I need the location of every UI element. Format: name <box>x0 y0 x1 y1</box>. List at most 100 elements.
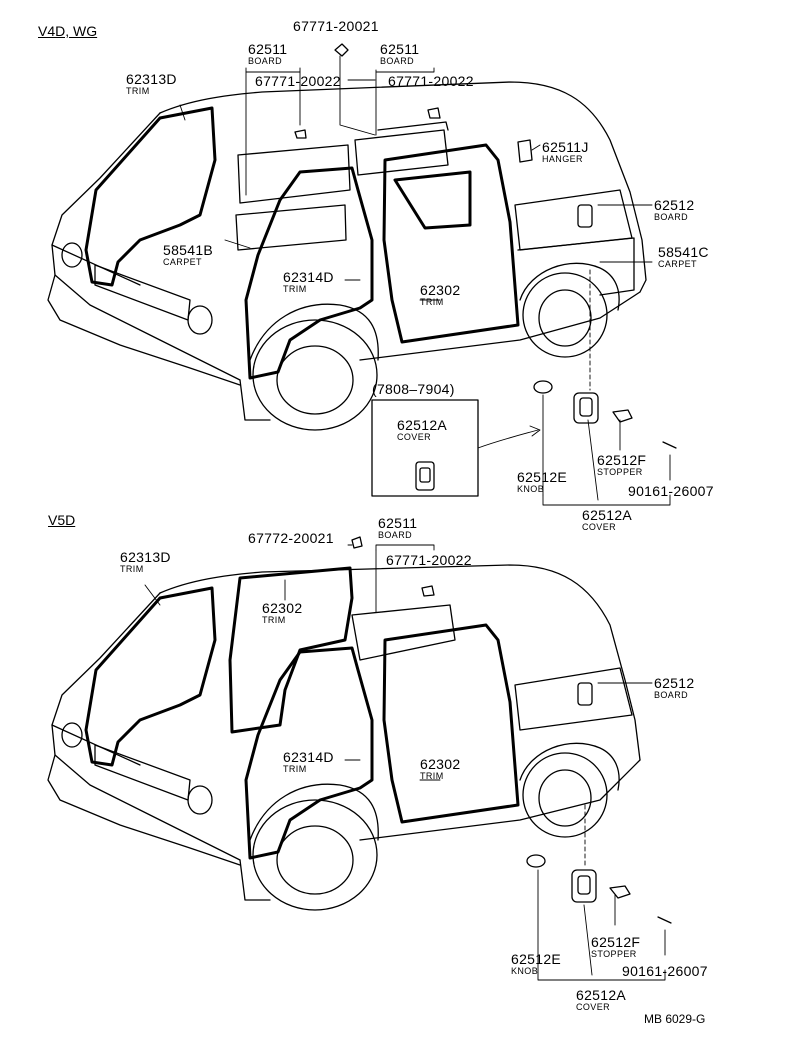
callout-67771-20022: 67771-20022 <box>386 553 472 567</box>
callout-62512E-knob: 62512E KNOB <box>517 470 567 494</box>
callout-62512A-cover: 62512A COVER <box>582 508 632 532</box>
slide-door-trim-62302-bottom <box>382 623 520 824</box>
callout-62511-board: 62511 BOARD <box>378 516 417 540</box>
section-title-bottom: V5D <box>48 512 76 528</box>
hardware-top <box>533 380 677 449</box>
callout-part-name: COVER <box>576 1002 611 1012</box>
callout-62314D-trim: 62314D TRIM <box>283 750 334 774</box>
callout-67771-20021: 67771-20021 <box>293 19 379 33</box>
callout-58541C-carpet: 58541C CARPET <box>658 245 709 269</box>
callout-part-number: 62511 <box>380 41 420 57</box>
callout-90161-26007: 90161-26007 <box>628 484 714 498</box>
hardware-bottom <box>526 854 672 924</box>
callout-part-number: 62313D <box>120 549 171 565</box>
inset-box-top <box>371 399 479 497</box>
front-door-trim-62314D-top <box>244 166 374 380</box>
callout-part-number: 62512 <box>654 675 695 691</box>
callout-part-number: 62511 <box>248 41 288 57</box>
callout-part-number: 62512A <box>397 417 448 433</box>
callout-part-name: STOPPER <box>591 949 637 959</box>
callout-part-name: HANGER <box>542 154 583 164</box>
callout-67771-20022-right: 67771-20022 <box>388 74 474 88</box>
callout-62512F-stopper: 62512F STOPPER <box>591 935 640 959</box>
boards-bottom <box>351 604 633 731</box>
clips-top <box>294 43 533 163</box>
callout-part-name: KNOB <box>517 484 545 494</box>
callout-part-number: (7808–7904) <box>372 381 455 397</box>
callout-67771-20022-left: 67771-20022 <box>255 74 341 88</box>
callout-62313D-trim: 62313D TRIM <box>126 72 177 96</box>
callout-62314D-trim: 62314D TRIM <box>283 270 334 294</box>
callout-part-name: TRIM <box>126 86 150 96</box>
callout-part-name: KNOB <box>511 966 539 976</box>
callout-part-number: 67771-20022 <box>388 73 474 89</box>
callout-part-number: 62512E <box>511 951 562 967</box>
callout-part-number: 62314D <box>283 749 334 765</box>
callout-part-name: STOPPER <box>597 467 643 477</box>
callout-part-number: 62512F <box>591 934 641 950</box>
callout-part-name: TRIM <box>283 284 307 294</box>
callout-part-name: TRIM <box>262 615 286 625</box>
callout-part-number: 62512A <box>582 507 633 523</box>
callout-part-number: 62313D <box>126 71 177 87</box>
callout-part-number: 58541B <box>163 242 214 258</box>
callout-58541B-carpet: 58541B CARPET <box>163 243 213 267</box>
leader-lines-bottom <box>144 544 666 981</box>
clips-bottom <box>351 536 435 597</box>
callout-part-number: 67771-20022 <box>386 552 472 568</box>
callout-62511-board-right: 62511 BOARD <box>380 42 419 66</box>
windshield-trim-62313D-top <box>84 106 217 287</box>
callout-part-number: 62512 <box>654 197 695 213</box>
callout-part-number: 62302 <box>262 600 303 616</box>
callout-62512E-knob: 62512E KNOB <box>511 952 561 976</box>
callout-62512A-cover: 62512A COVER <box>576 988 626 1012</box>
callout-part-number: 62511 <box>378 515 418 531</box>
front-door-trim-62314D-bottom <box>244 646 374 860</box>
callout-part-number: 90161-26007 <box>628 483 714 499</box>
callout-part-name: COVER <box>397 432 432 442</box>
front-side-window-trim-62302-bottom <box>228 566 354 734</box>
callout-62512-board: 62512 BOARD <box>654 676 694 700</box>
callout-part-name: TRIM <box>120 564 144 574</box>
diagram-code: MB 6029-G <box>644 1012 706 1026</box>
callout-part-name: BOARD <box>248 56 283 66</box>
callout-90161-26007: 90161-26007 <box>622 964 708 978</box>
callout-part-number: 67772-20021 <box>248 530 334 546</box>
callout-part-number: 62512F <box>597 452 647 468</box>
callout-part-name: CARPET <box>658 259 697 269</box>
callout-part-name: BOARD <box>654 690 689 700</box>
callout-62302-trim-door: 62302 TRIM <box>420 757 460 781</box>
callout-part-number: 62302 <box>420 756 461 772</box>
callout-62512A-cover-inset: 62512A COVER <box>397 418 447 442</box>
van-body-outline-bottom <box>47 564 641 911</box>
callout-part-name: BOARD <box>380 56 415 66</box>
callout-62313D-trim: 62313D TRIM <box>120 550 171 574</box>
callout-part-number: 90161-26007 <box>622 963 708 979</box>
callout-part-number: 67771-20022 <box>255 73 341 89</box>
callout-62511-board-left: 62511 BOARD <box>248 42 287 66</box>
callout-62511J-hanger: 62511J HANGER <box>542 140 589 164</box>
callout-part-name: TRIM <box>283 764 307 774</box>
callout-part-number: 62512A <box>576 987 627 1003</box>
callout-62512F-stopper: 62512F STOPPER <box>597 453 646 477</box>
callout-part-number: 62512E <box>517 469 568 485</box>
callout-62512-board: 62512 BOARD <box>654 198 694 222</box>
callout-part-number: 67771-20021 <box>293 18 379 34</box>
windshield-trim-62313D-bottom <box>84 586 217 767</box>
callout-62302-trim-window: 62302 TRIM <box>262 601 302 625</box>
callout-date-range: (7808–7904) <box>372 382 455 396</box>
leader-lines-top <box>179 55 671 506</box>
callout-part-number: 58541C <box>658 244 709 260</box>
callout-part-name: BOARD <box>378 530 413 540</box>
callout-part-name: TRIM <box>420 297 444 307</box>
callout-62302-trim: 62302 TRIM <box>420 283 460 307</box>
section-title-top: V4D, WG <box>38 23 98 39</box>
callout-67772-20021: 67772-20021 <box>248 531 334 545</box>
slide-door-trim-62302-top <box>382 143 520 344</box>
callout-part-name: TRIM <box>420 771 444 781</box>
callout-part-name: BOARD <box>654 212 689 222</box>
callout-part-name: COVER <box>582 522 617 532</box>
callout-part-number: 62302 <box>420 282 461 298</box>
